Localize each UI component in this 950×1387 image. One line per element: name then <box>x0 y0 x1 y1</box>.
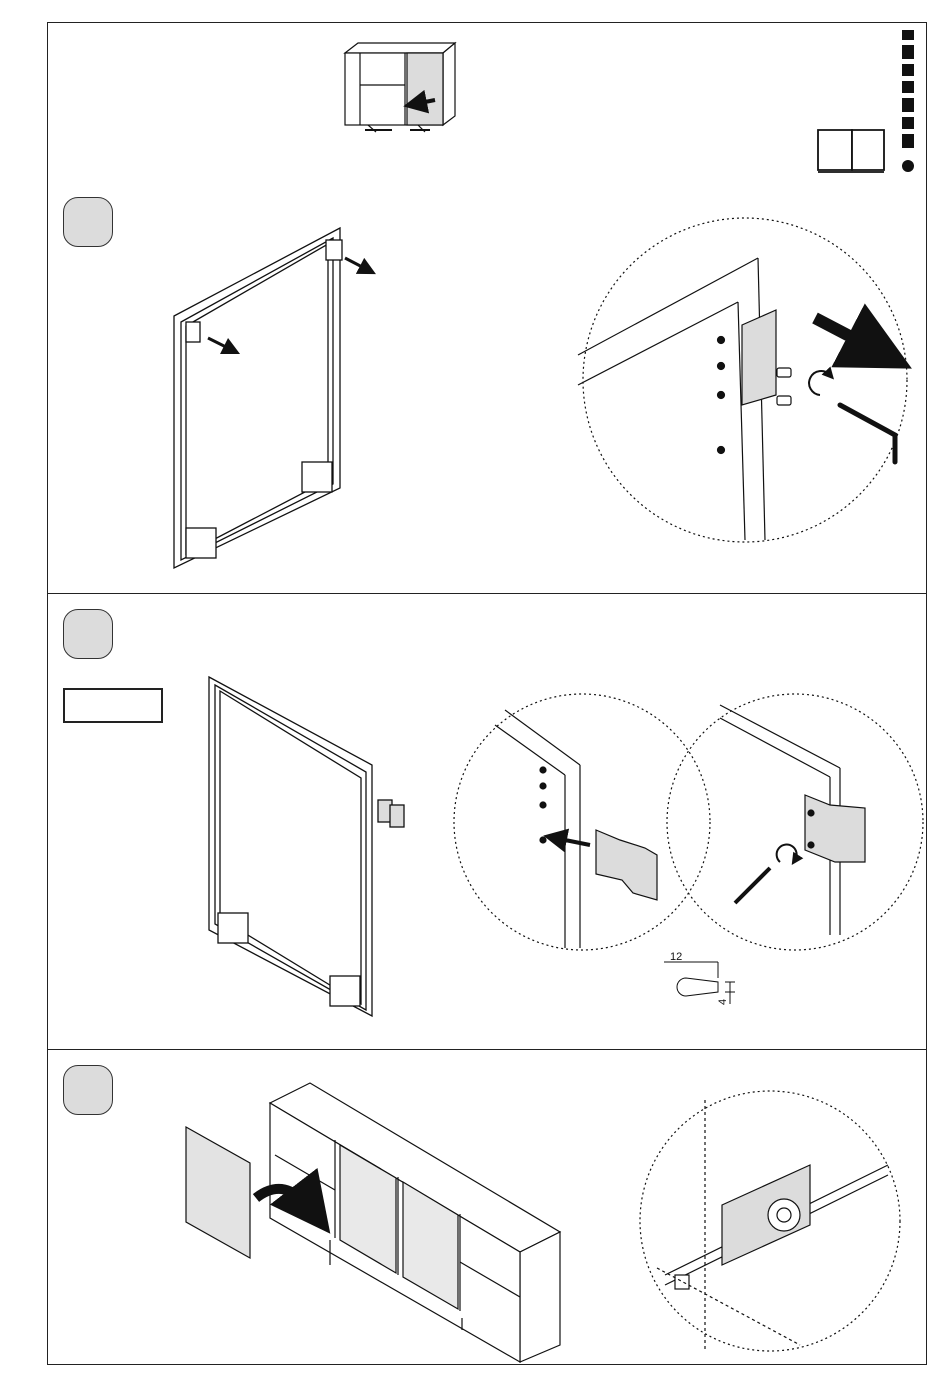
logo-mark <box>902 30 914 172</box>
hinge-screw-detail <box>578 218 907 542</box>
step2-door-panel <box>209 677 404 1016</box>
hex-key-icon <box>840 405 895 462</box>
manual-book-icon <box>818 130 884 172</box>
screw-length-label: 12 <box>670 951 682 963</box>
roller-detail <box>640 1091 900 1351</box>
cabinet-overview-icon <box>345 43 455 132</box>
slide-direction-arrow-icon <box>815 318 880 352</box>
rotate-arrow-icon <box>809 371 830 395</box>
screw-diameter-label: 4 <box>717 999 729 1005</box>
door-panel-loose <box>186 1127 250 1258</box>
screw-dimension-diagram <box>664 962 735 1004</box>
step3-sideboard <box>270 1083 560 1362</box>
step1-door-panel <box>174 228 368 568</box>
bracket-detail <box>454 694 923 950</box>
